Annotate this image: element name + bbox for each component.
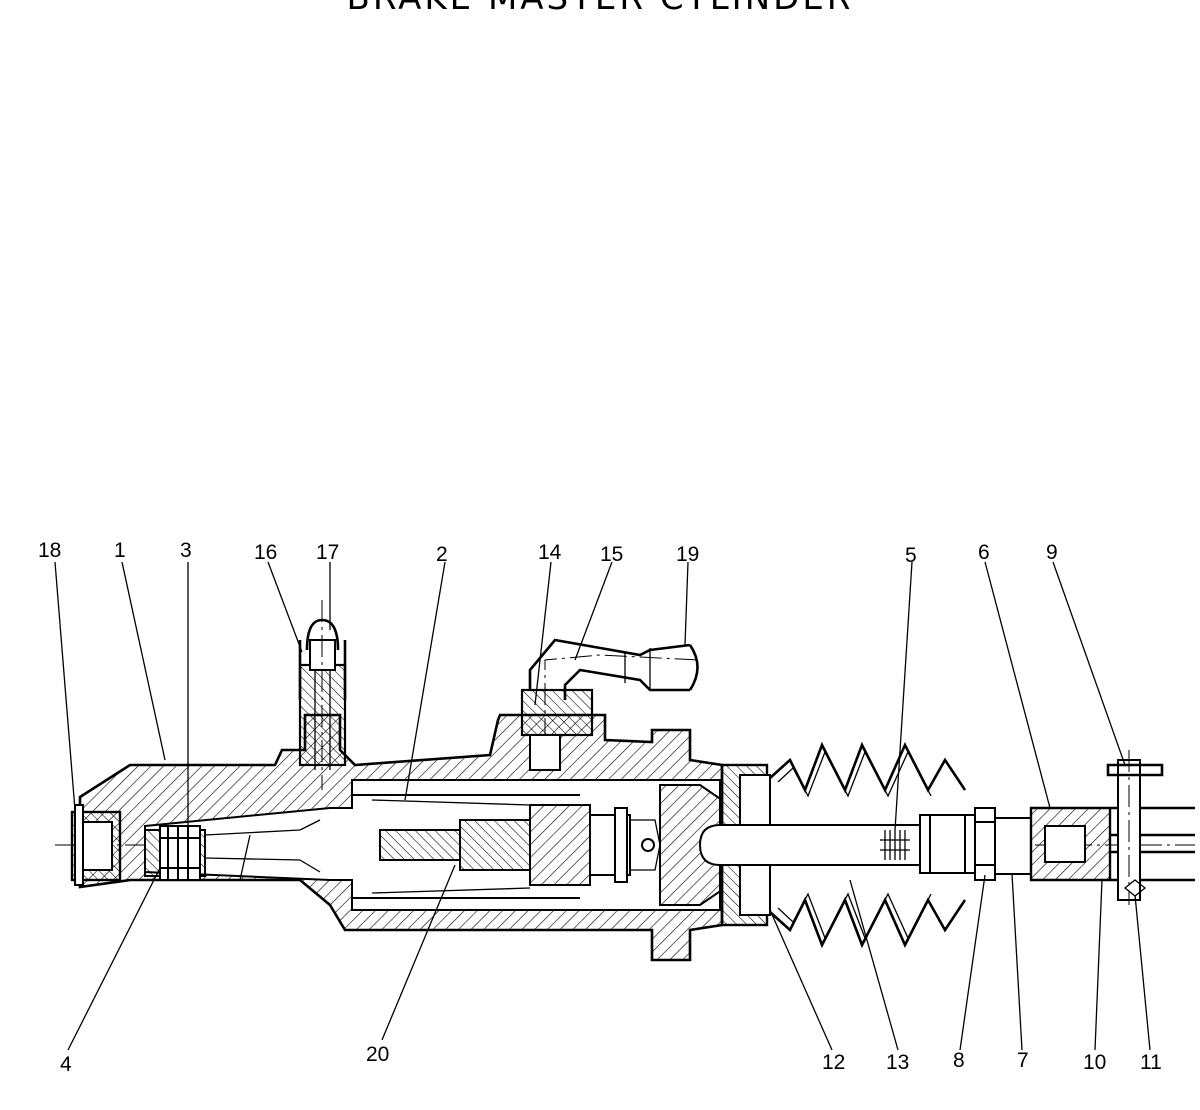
callout-7: 7 [1017, 1049, 1029, 1072]
pushrod [698, 814, 976, 874]
callout-19: 19 [676, 543, 699, 566]
callout-11: 11 [1140, 1051, 1162, 1074]
clevis [1029, 750, 1195, 905]
callout-3: 3 [180, 539, 192, 562]
bleed-fitting [298, 600, 347, 790]
callout-16: 16 [254, 541, 277, 564]
callout-15: 15 [600, 543, 623, 566]
page-title: BRAKE MASTER CYLINDER [0, 0, 1200, 18]
callout-18: 18 [38, 539, 61, 562]
end-plug [70, 804, 122, 886]
dust-boot [769, 741, 967, 949]
callout-20: 20 [366, 1043, 389, 1066]
callout-2: 2 [436, 543, 448, 566]
lock-nut [974, 807, 996, 881]
callout-1: 1 [114, 539, 126, 562]
callout-8: 8 [953, 1049, 965, 1072]
callout-13: 13 [886, 1051, 909, 1074]
adapter [994, 817, 1032, 875]
callout-5: 5 [905, 544, 917, 567]
callout-10: 10 [1083, 1051, 1106, 1074]
callout-12: 12 [822, 1051, 845, 1074]
callout-9: 9 [1046, 541, 1058, 564]
callout-17: 17 [316, 541, 339, 564]
callout-labels: 18 1 3 16 17 2 14 15 19 5 6 9 4 20 12 13… [38, 539, 1162, 1076]
callout-4: 4 [60, 1053, 72, 1076]
reservoir-hose [520, 638, 701, 771]
leader-lines [54, 561, 1151, 1051]
check-valve [144, 825, 206, 881]
callout-6: 6 [978, 541, 990, 564]
callout-14: 14 [538, 541, 562, 564]
